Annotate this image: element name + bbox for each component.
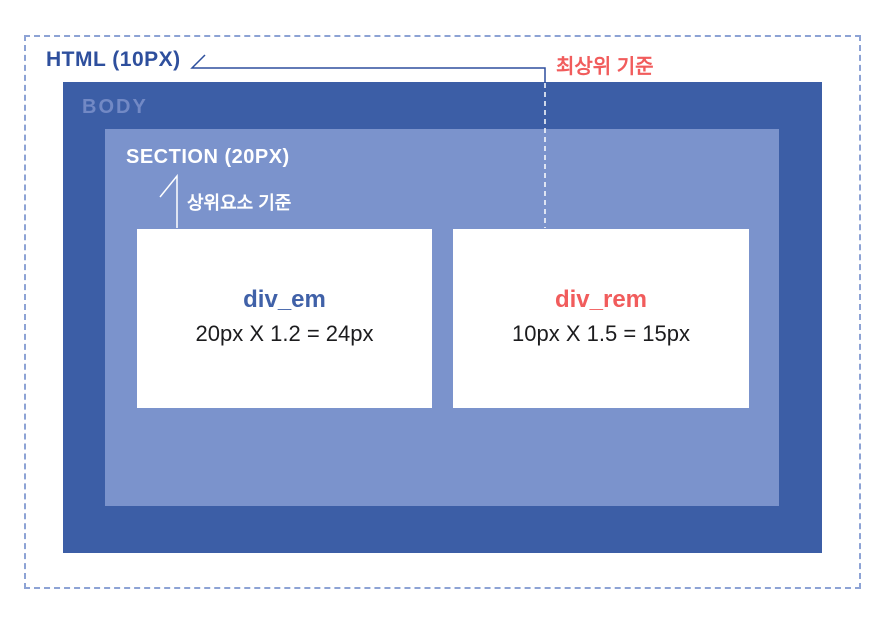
root-reference-label: 최상위 기준 xyxy=(556,56,654,78)
div-em-box: div_em 20px X 1.2 = 24px xyxy=(137,229,432,408)
div-rem-formula: 10px X 1.5 = 15px xyxy=(512,321,690,346)
html-root-label: HTML (10PX) xyxy=(46,48,181,71)
body-label: BODY xyxy=(82,96,148,118)
html-root-box xyxy=(24,35,861,589)
section-label: SECTION (20PX) xyxy=(126,146,290,168)
div-rem-box: div_rem 10px X 1.5 = 15px xyxy=(453,229,749,408)
div-rem-title: div_rem xyxy=(554,286,648,313)
div-em-title: div_em xyxy=(243,286,326,313)
parent-reference-label: 상위요소 기준 xyxy=(187,193,292,213)
div-em-formula: 20px X 1.2 = 24px xyxy=(195,321,374,346)
